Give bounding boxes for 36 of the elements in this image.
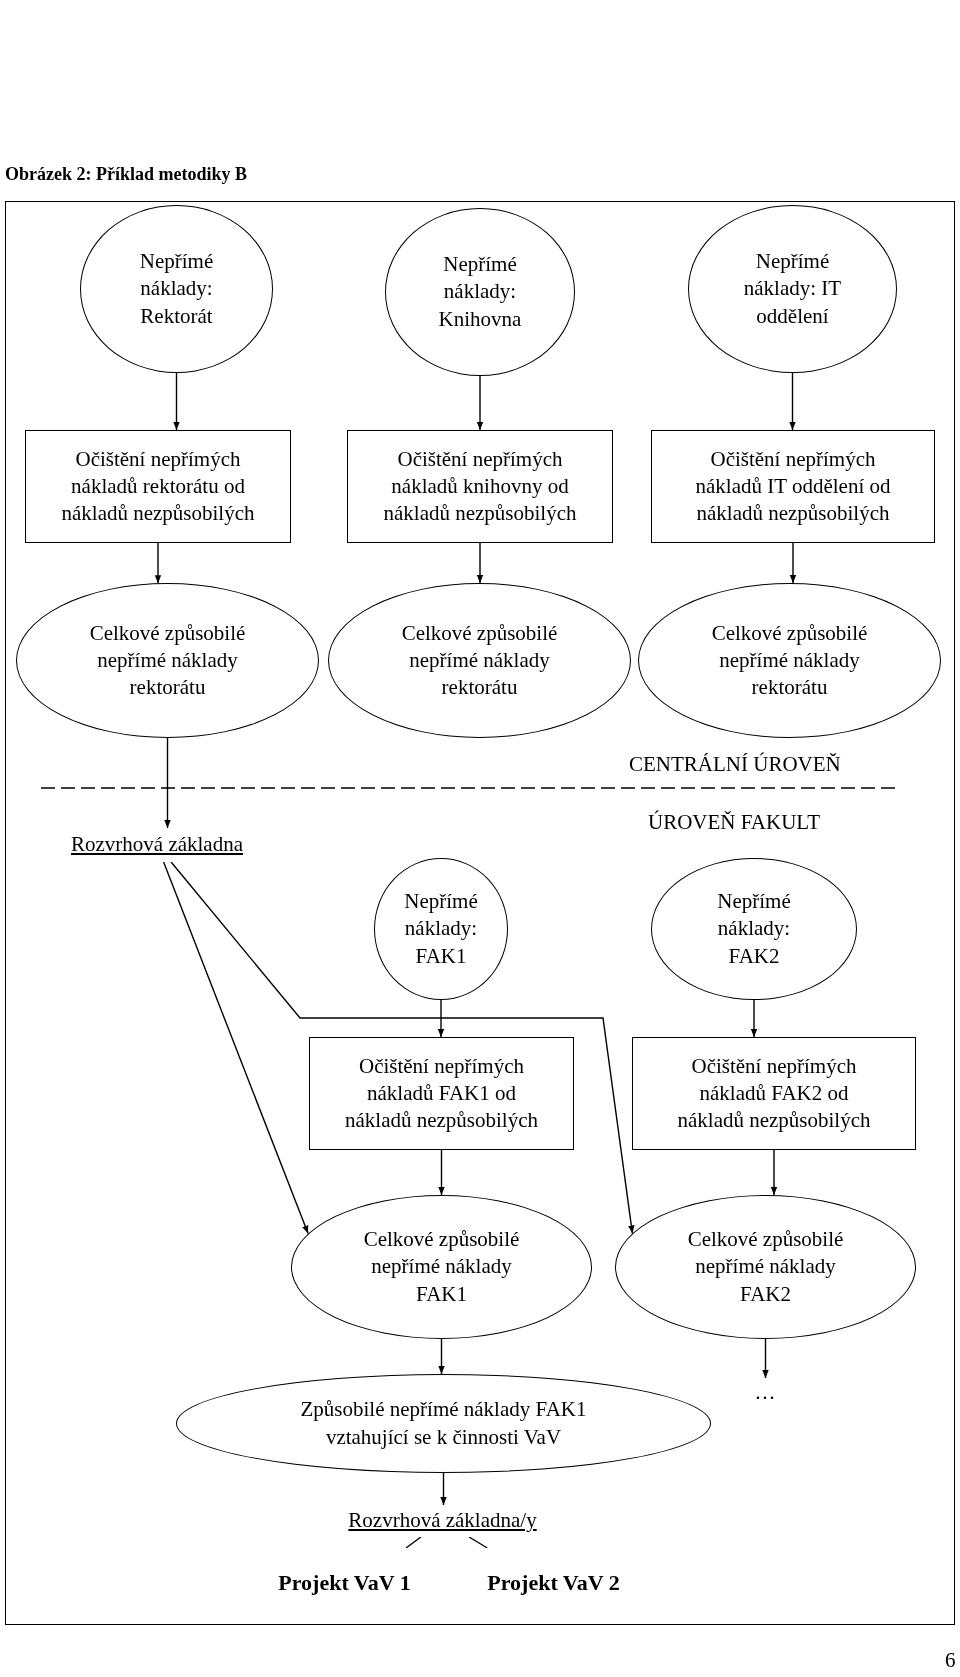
arrow: [162, 861, 309, 1235]
cost-circle: Nepřímé náklady: FAK2: [651, 858, 857, 1000]
level-label: CENTRÁLNÍ ÚROVEŇ: [629, 752, 841, 777]
arrow: [476, 375, 484, 431]
result-ellipse: Celkové způsobilé nepřímé náklady rektorátu: [638, 583, 941, 738]
arrow: [437, 999, 445, 1038]
process-box: Očištění nepřímých nákladů rektorátu od nákladů nezpůsobilých: [25, 430, 291, 543]
cost-circle: Nepřímé náklady: Knihovna: [385, 208, 575, 376]
arrow: [770, 1149, 778, 1196]
result-ellipse: Způsobilé nepřímé náklady FAK1 vztahující se k činnosti VaV: [176, 1374, 711, 1473]
arrow: [438, 1149, 445, 1196]
result-ellipse: Celkové způsobilé nepřímé náklady rektorátu: [328, 583, 631, 738]
arrow: [440, 1472, 447, 1506]
page-number: 6: [945, 1648, 956, 1673]
process-box: Očištění nepřímých nákladů knihovny od nákladů nezpůsobilých: [347, 430, 613, 543]
arrow: [170, 861, 635, 1235]
arrow: [476, 542, 484, 584]
arrow: [789, 542, 797, 584]
cost-circle: Nepřímé náklady: FAK1: [374, 858, 508, 1000]
arrow: [750, 999, 758, 1038]
result-ellipse: Celkové způsobilé nepřímé náklady FAK1: [291, 1195, 592, 1339]
arrow: [438, 1338, 445, 1375]
level-label: ÚROVEŇ FAKULT: [648, 810, 821, 835]
result-ellipse: Celkové způsobilé nepřímé náklady rektorátu: [16, 583, 319, 738]
result-ellipse: Celkové způsobilé nepřímé náklady FAK2: [615, 1195, 916, 1339]
arrow: [164, 737, 171, 829]
arrow: [173, 372, 180, 431]
arrow: [154, 542, 162, 584]
cost-circle: Nepřímé náklady: Rektorát: [80, 205, 273, 373]
process-box: Očištění nepřímých nákladů FAK2 od nákladů nezpůsobilých: [632, 1037, 916, 1150]
cost-circle: Nepřímé náklady: IT oddělení: [688, 205, 897, 373]
figure-title: Obrázek 2: Příklad metodiky B: [5, 164, 247, 185]
arrow: [762, 1338, 769, 1379]
process-box: Očištění nepřímých nákladů IT oddělení od nákladů nezpůsobilých: [651, 430, 935, 543]
process-box: Očištění nepřímých nákladů FAK1 od nákladů nezpůsobilých: [309, 1037, 574, 1150]
arrow: [789, 372, 796, 431]
